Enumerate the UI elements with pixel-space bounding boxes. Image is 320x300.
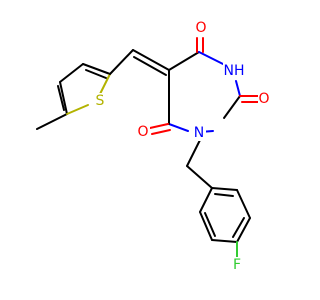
bond-ph-4-5-inner (232, 217, 245, 238)
bond-th-c3-c2-inner (85, 69, 107, 79)
molecule-structure: S O NH O N O F (36, 20, 272, 273)
bond-ch2-ch2 (186, 165, 213, 189)
bond-ph-2-3 (199, 211, 213, 241)
atom-oxygen-right: O (258, 91, 269, 107)
bond-th-c3-c2 (82, 63, 111, 75)
bond-ph-1-2 (199, 187, 213, 213)
bond-c2-ch (109, 49, 134, 75)
bond-ph-6-1 (211, 187, 238, 191)
bond-th-c5-c4 (59, 81, 68, 115)
bond-ph-6-1-inner (214, 193, 234, 197)
bond-n1-ch2 (186, 139, 201, 167)
bond-c4-n3 (198, 51, 224, 65)
bond-n1-c6 (168, 123, 189, 132)
bond-th-c2-s (98, 73, 111, 97)
atom-nitrogen: N (194, 125, 204, 141)
bond-c2-n1-a (223, 95, 241, 119)
bonds (36, 37, 259, 258)
bond-ph-4-5 (236, 217, 251, 243)
bond-ch-c5-double (133, 56, 167, 76)
atom-fluorine: F (233, 257, 241, 273)
atom-nh: NH (224, 63, 245, 79)
bond-ph-5-6 (236, 189, 251, 219)
bond-th-c5-c4-inner (57, 85, 65, 111)
bond-ph-2-3-inner (204, 212, 216, 237)
bond-c6-o-double (151, 129, 171, 135)
atom-oxygen-left: O (137, 124, 148, 140)
bond-th-c4-c3 (59, 63, 84, 83)
structure-canvas: S O NH O N O F (36, 20, 272, 273)
bond-ch-c5 (132, 49, 170, 71)
bond-c6-o (149, 123, 169, 129)
atom-sulfur: S (96, 93, 105, 109)
bond-n3-c2 (235, 80, 241, 97)
bond-methyl (36, 113, 68, 130)
bond-ph-3-4 (211, 239, 238, 243)
bond-th-c5-s (66, 104, 89, 115)
atom-labels: S O NH O N O F (93, 20, 272, 273)
atom-oxygen-top: O (195, 20, 206, 36)
bond-c5-c4 (168, 51, 200, 71)
